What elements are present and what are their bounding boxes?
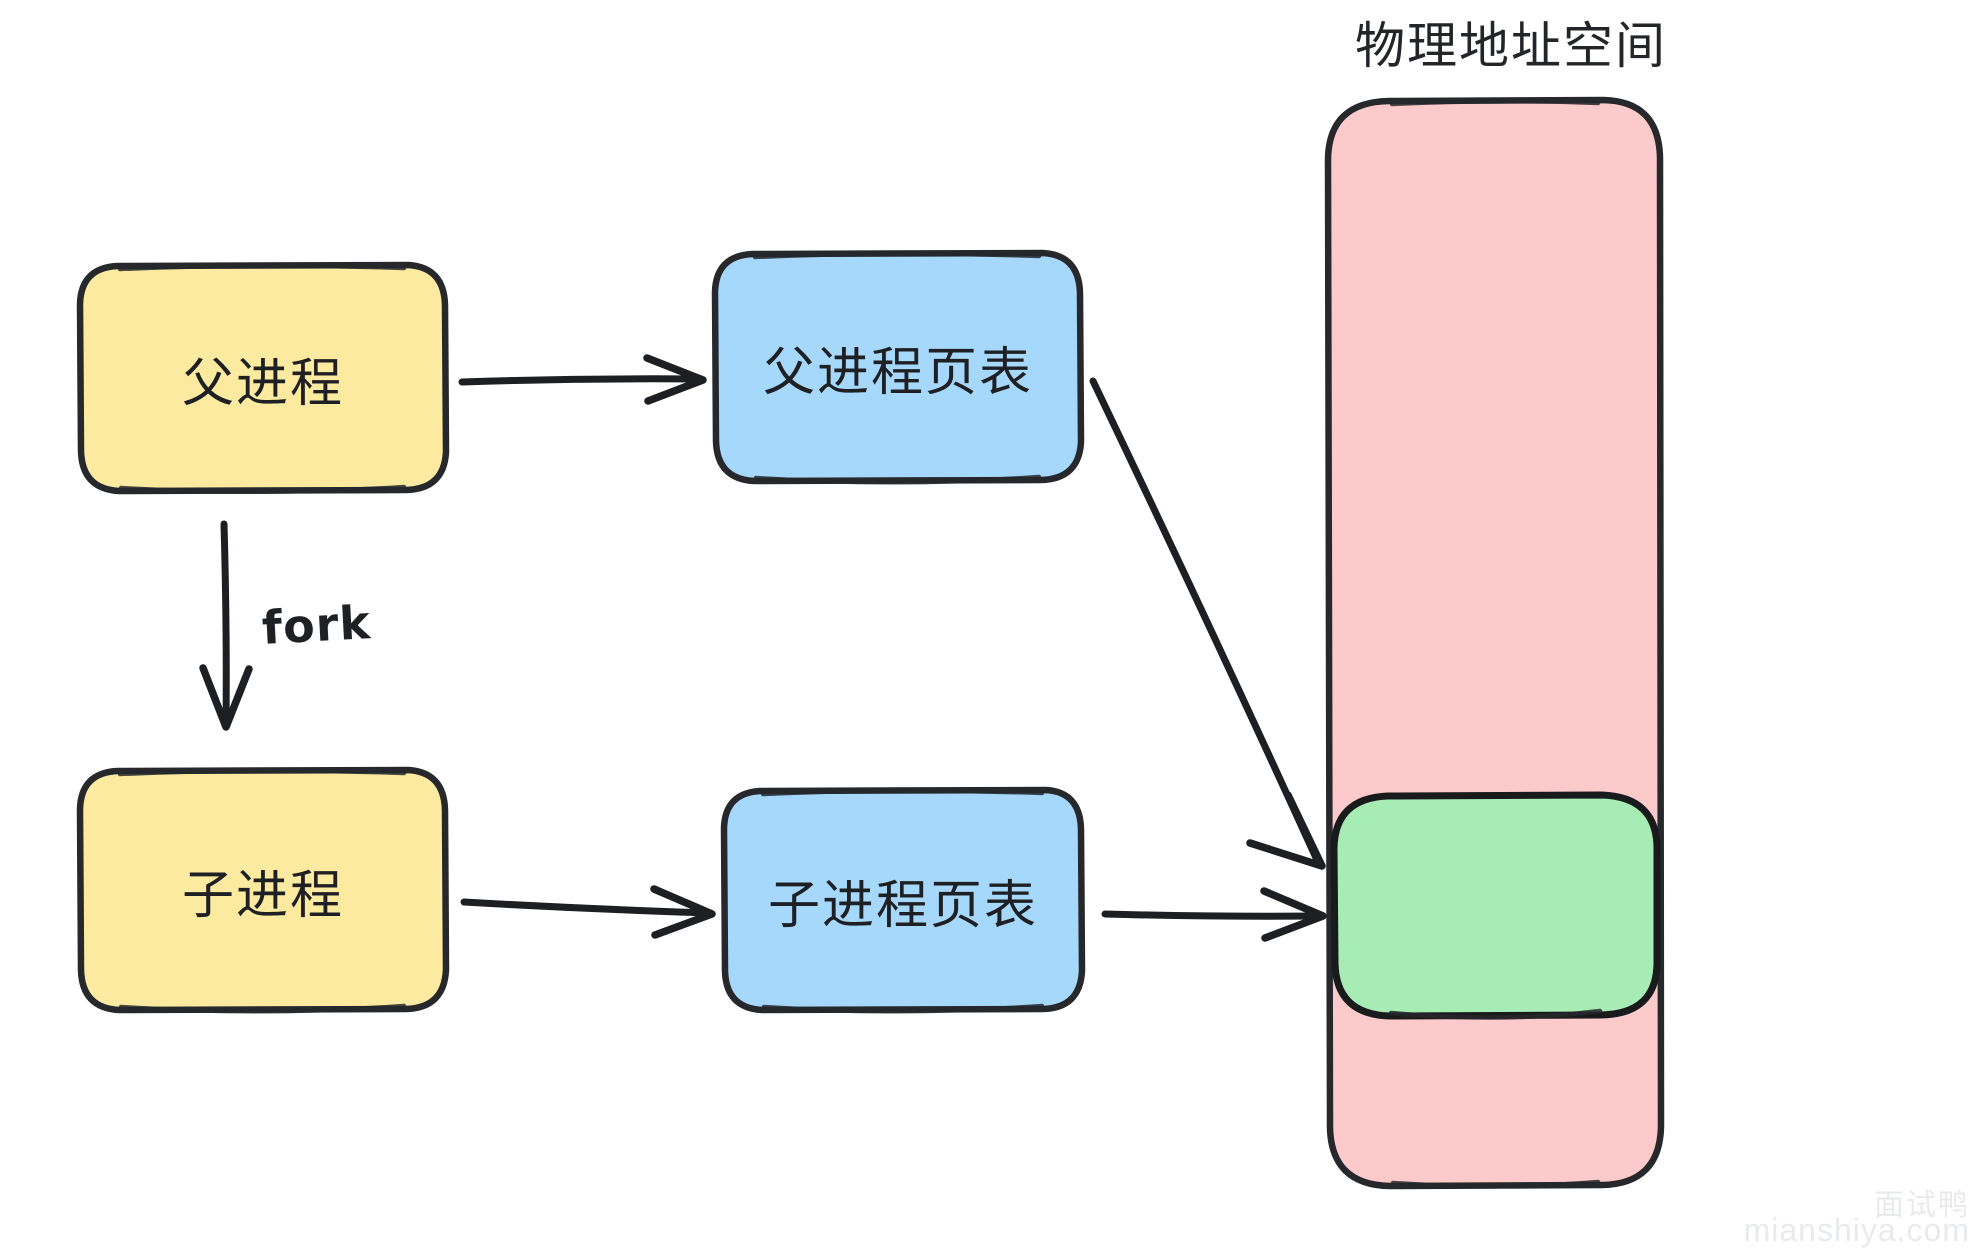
- edge-parent-page-table-to-memory: [1089, 377, 1326, 870]
- edge-parent-to-child-fork: [199, 520, 253, 731]
- fork-edge-label: fork: [260, 595, 373, 655]
- node-child-process: [76, 766, 450, 1014]
- node-child-page-table: [720, 786, 1086, 1014]
- node-physical-address-space: [1324, 96, 1665, 1190]
- watermark-brand-cn: 面试鸭: [1874, 1189, 1970, 1222]
- node-shared-physical-page: [1330, 791, 1661, 1020]
- edge-parent-to-parent-page-table: [458, 354, 707, 405]
- edge-child-page-table-to-memory: [1101, 887, 1327, 942]
- node-parent-process: [76, 261, 450, 495]
- node-parent-page-table: [711, 249, 1085, 485]
- edge-child-to-child-page-table: [460, 885, 716, 939]
- physical-address-space-title: 物理地址空间: [1355, 18, 1667, 74]
- watermark-brand-url: mianshiya.com: [1743, 1212, 1970, 1248]
